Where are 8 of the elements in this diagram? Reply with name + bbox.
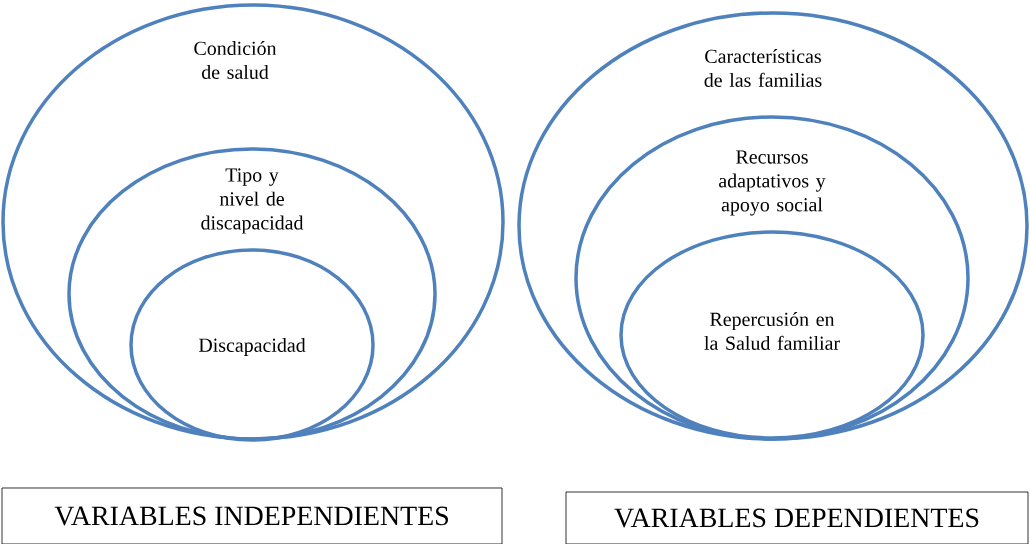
ellipse-label: Recursos adaptativos y apoyo social [719, 150, 826, 216]
title-box: VARIABLES DEPENDIENTES [565, 491, 1029, 544]
title-box: VARIABLES INDEPENDIENTES [1, 487, 503, 544]
ellipse-label: Tipo y nivel de discapacidad [201, 168, 304, 234]
ellipse-label: Condición de salud [194, 41, 277, 79]
ellipse-label: Características de las familias [704, 49, 822, 87]
ellipse-label: Repercusión en la Salud familiar [704, 312, 840, 350]
ellipse-label: Discapacidad [198, 337, 306, 356]
